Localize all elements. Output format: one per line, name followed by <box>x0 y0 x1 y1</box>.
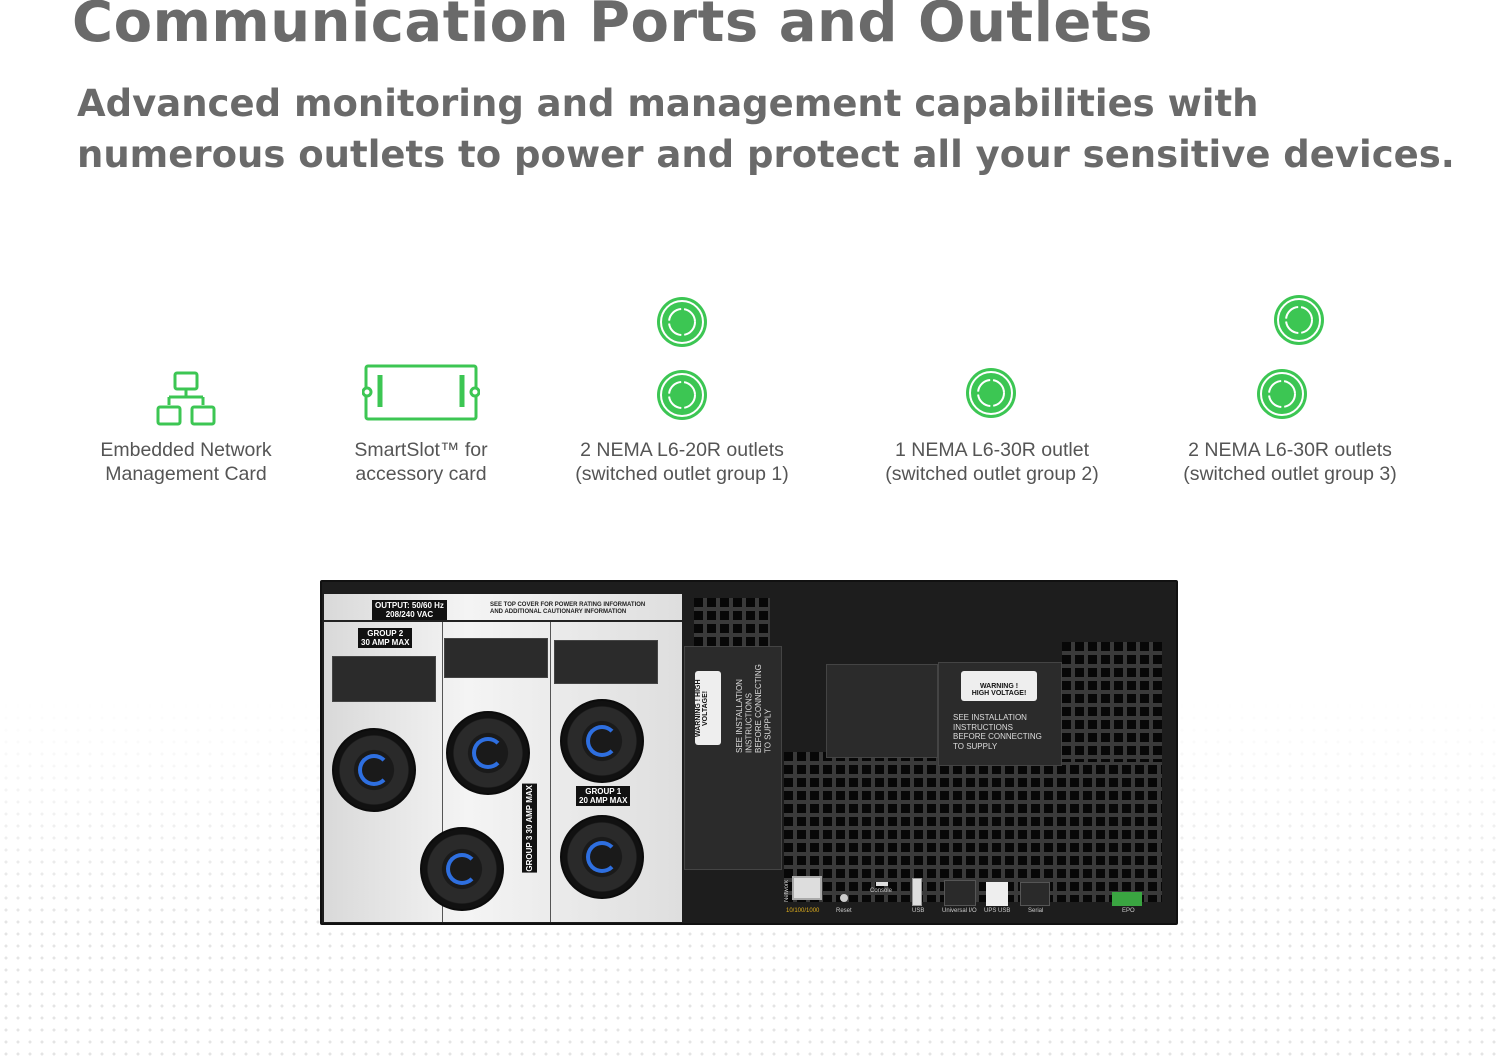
universal-io-port[interactable] <box>944 880 976 906</box>
feature-label: (switched outlet group 2) <box>885 463 1099 485</box>
feature-label: SmartSlot™ for <box>354 439 488 461</box>
network-port-label: Network <box>784 880 790 903</box>
serial-port[interactable] <box>1020 882 1050 906</box>
feature-label: (switched outlet group 3) <box>1183 463 1397 485</box>
outlet-group-3-b <box>420 827 504 911</box>
feature-outlet-group-1: 2 NEMA L6-20R outlets(switched outlet gr… <box>542 438 822 486</box>
feature-label: 2 NEMA L6-20R outlets <box>580 439 784 461</box>
vent-grille <box>784 752 1162 902</box>
feature-outlet-group-2: 1 NEMA L6-30R outlet(switched outlet gro… <box>852 438 1132 486</box>
feature-label: Embedded Network <box>100 439 272 461</box>
reset-button[interactable] <box>840 894 848 902</box>
smartslot-cover: WARNING ! HIGH VOLTAGE! SEE INSTALLATION… <box>684 646 782 870</box>
smartslot-card-icon <box>362 364 480 421</box>
outlet-icon <box>1257 369 1307 419</box>
console-port[interactable] <box>876 882 888 886</box>
reset-label: Reset <box>836 908 852 914</box>
outlet-icon <box>657 297 707 347</box>
outlet-group-2 <box>332 728 416 812</box>
feature-outlet-group-3: 2 NEMA L6-30R outlets(switched outlet gr… <box>1150 438 1430 486</box>
console-label: Console <box>870 888 893 894</box>
outlet-group-1-b <box>560 815 644 899</box>
ups-usb-label: UPS USB <box>984 908 1011 914</box>
speed-label: 10/100/1000 <box>786 908 820 914</box>
breaker-group-2 <box>332 656 436 702</box>
vent-grille <box>694 598 770 646</box>
cover-note: SEE TOP COVER FOR POWER RATING INFORMATI… <box>490 602 646 615</box>
warning-label-vertical: WARNING ! HIGH VOLTAGE! <box>695 671 721 745</box>
usb-port[interactable] <box>912 878 922 906</box>
outlet-group-3-a <box>446 711 530 795</box>
breaker-group-1 <box>554 640 658 684</box>
outlet-icon <box>1274 295 1324 345</box>
serial-label: Serial <box>1028 908 1044 914</box>
usb-label: USB <box>912 908 925 914</box>
feature-label: accessory card <box>355 463 487 485</box>
outlet-group-1-a <box>560 699 644 783</box>
network-port[interactable] <box>792 876 822 900</box>
feature-label: 2 NEMA L6-30R outlets <box>1188 439 1392 461</box>
outlet-icon <box>966 368 1016 418</box>
network-icon <box>156 371 216 426</box>
page-title: Communication Ports and Outlets <box>72 0 1153 55</box>
breaker-group-3 <box>444 638 548 678</box>
ups-usb-port[interactable] <box>986 882 1008 906</box>
network-card-slot <box>826 664 938 758</box>
feature-label: (switched outlet group 1) <box>575 463 789 485</box>
feature-label: 1 NEMA L6-30R outlet <box>894 439 1090 461</box>
outlet-icon <box>657 370 707 420</box>
page-subtitle: Advanced monitoring and management capab… <box>77 82 1455 176</box>
feature-label: Management Card <box>105 463 267 485</box>
vent-grille <box>1062 642 1162 762</box>
epo-connector[interactable] <box>1112 892 1142 906</box>
group3-label: GROUP 3 30 AMP MAX <box>522 784 537 873</box>
universal-io-label: Universal I/O <box>942 908 977 914</box>
epo-label: EPO <box>1122 908 1135 914</box>
warning-label: WARNING !HIGH VOLTAGE! <box>961 671 1037 701</box>
